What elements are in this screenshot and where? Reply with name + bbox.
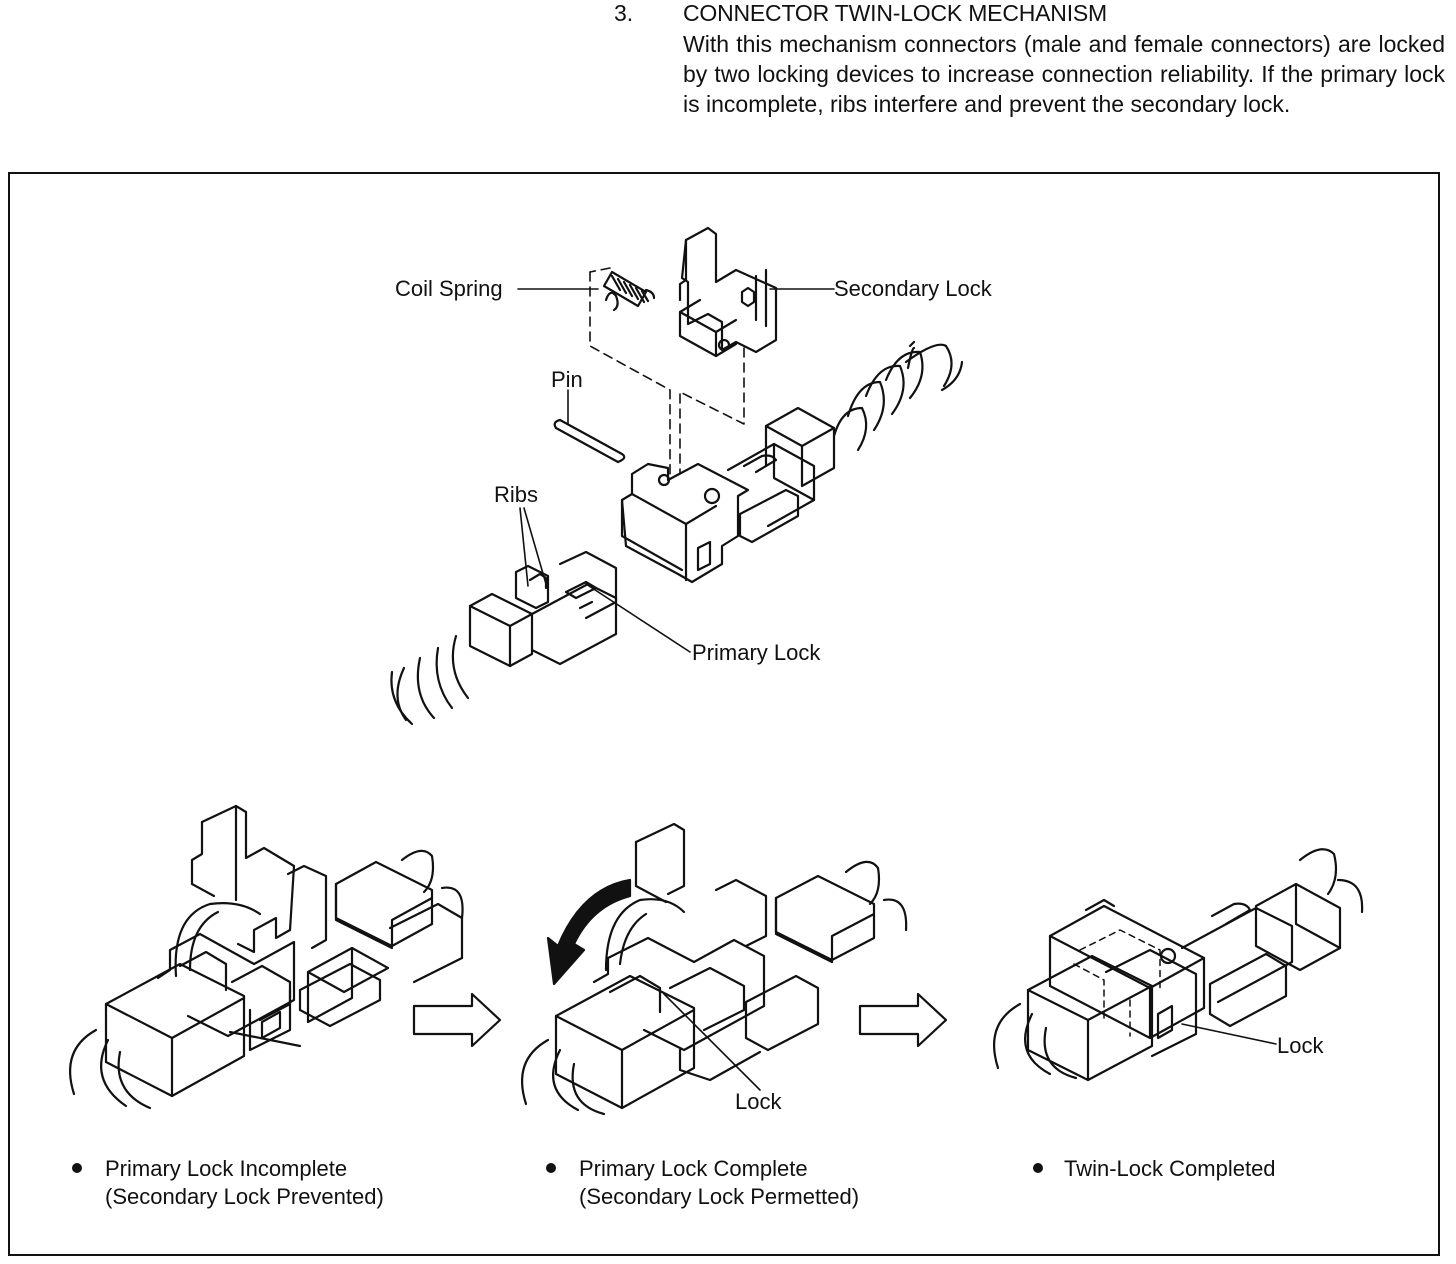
- step3-lock-label: Lock: [1277, 1033, 1324, 1058]
- secondary-lock-drawing: [678, 226, 778, 358]
- step-arrow-2: [858, 992, 948, 1048]
- step1-caption-line1: Primary Lock Incomplete: [105, 1156, 348, 1181]
- rotation-arrow-icon: [546, 878, 632, 986]
- step2-caption: Primary Lock Complete (Secondary Lock Pe…: [579, 1155, 859, 1211]
- male-connector-drawing: [390, 550, 618, 726]
- section-description: With this mechanism connectors (male and…: [683, 31, 1445, 117]
- step2-lock-label: Lock: [735, 1089, 782, 1114]
- step2-caption-line2: (Secondary Lock Permetted): [579, 1184, 860, 1209]
- pin-drawing: [553, 418, 626, 464]
- step2-connector-drawing: [521, 822, 908, 1116]
- step3-bullet: [1033, 1163, 1043, 1173]
- step3-caption: Twin-Lock Completed: [1064, 1155, 1276, 1183]
- step3-connector-drawing: [993, 848, 1364, 1082]
- secondary-lock-label: Secondary Lock: [834, 276, 992, 301]
- step3-hidden-lines: [1073, 929, 1161, 1037]
- step1-caption-line2: (Secondary Lock Prevented): [105, 1184, 384, 1209]
- exploded-view-leader-lines: [517, 288, 835, 653]
- section-number: 3.: [614, 0, 634, 26]
- figure-frame: [8, 172, 1440, 1256]
- step2-bullet: [546, 1163, 556, 1173]
- primary-lock-label: Primary Lock: [692, 640, 821, 665]
- step3-caption-line1: Twin-Lock Completed: [1064, 1156, 1276, 1181]
- section-title: CONNECTOR TWIN-LOCK MECHANISM: [683, 0, 1107, 26]
- step1-caption: Primary Lock Incomplete (Secondary Lock …: [105, 1155, 384, 1211]
- step3-lock-leader: [1181, 1023, 1277, 1045]
- step2-lock-leader: [663, 993, 761, 1091]
- pin-label: Pin: [551, 367, 583, 392]
- step-arrow-1: [412, 992, 502, 1048]
- ribs-label: Ribs: [494, 482, 539, 507]
- assembly-guide-lines: [589, 267, 745, 479]
- coil-spring-label: Coil Spring: [395, 276, 503, 301]
- coil-spring-drawing: [602, 270, 656, 312]
- step1-connector-drawing: [69, 804, 464, 1110]
- step2-caption-line1: Primary Lock Complete: [579, 1156, 808, 1181]
- female-connector-drawing: [620, 340, 964, 584]
- step1-bullet: [72, 1163, 82, 1173]
